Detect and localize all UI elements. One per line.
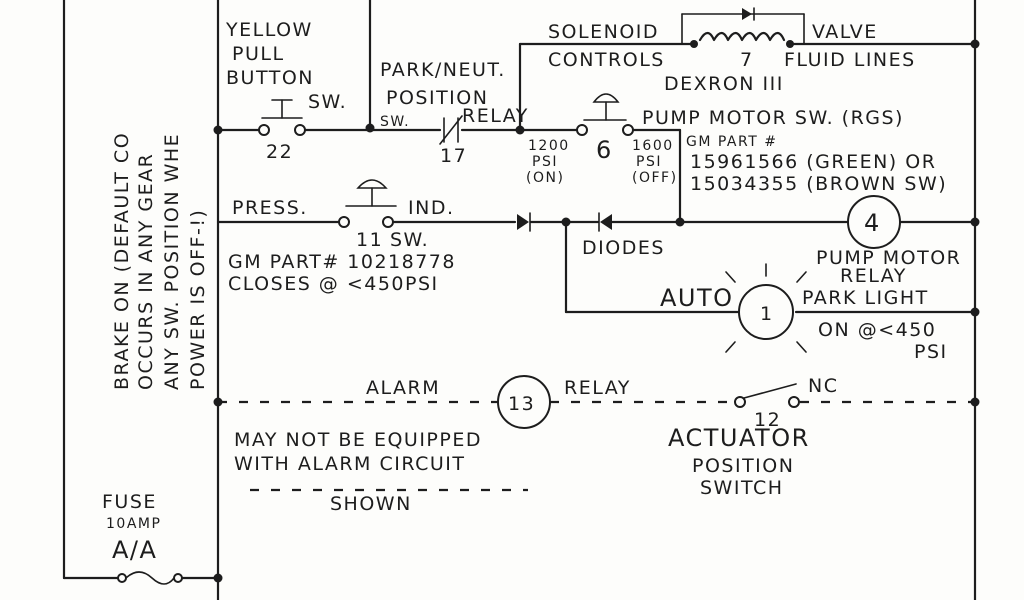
pump-switch-on-psi: 1200 xyxy=(528,138,570,154)
switch22-title2: PULL xyxy=(232,43,285,65)
solenoid-valve: SOLENOID VALVE CONTROLS 7 FLUID LINES DE… xyxy=(548,7,916,95)
actuator-line1: ACTUATOR xyxy=(668,424,810,452)
alarm-relay: 13 ALARM RELAY MAY NOT BE EQUIPPED WITH … xyxy=(234,375,631,515)
fuse-label: FUSE xyxy=(102,491,157,513)
alarm-note1: MAY NOT BE EQUIPPED xyxy=(234,429,482,451)
actuator-position-switch: NC 12 ACTUATOR POSITION SWITCH xyxy=(668,375,838,499)
pump-switch-off-state: (OFF) xyxy=(632,170,678,186)
left-note-line2: OCCURS IN ANY GEAR xyxy=(135,153,157,390)
actuator-nc: NC xyxy=(808,375,838,397)
switch17-number: 17 xyxy=(440,145,467,167)
junction-dots xyxy=(213,39,980,583)
solenoid-valve-label: VALVE xyxy=(812,21,878,43)
alarm-note2: WITH ALARM CIRCUIT xyxy=(234,453,465,475)
pressure-switch-closes: CLOSES @ <450PSI xyxy=(228,273,439,295)
switch17-relay: RELAY xyxy=(462,105,529,127)
left-note: BRAKE ON (DEFAULT CO OCCURS IN ANY GEAR … xyxy=(111,132,209,390)
park-light: AUTO 1 PARK LIGHT ON @<450 PSI xyxy=(660,263,948,363)
left-note-line1: BRAKE ON (DEFAULT CO xyxy=(111,132,133,390)
switch22-number: 22 xyxy=(266,141,293,163)
fuse: FUSE 10AMP A/A xyxy=(102,491,183,585)
pressure-switch-number: 11 xyxy=(356,229,383,251)
park-light-label: PARK LIGHT xyxy=(802,287,929,309)
left-note-line3: ANY SW. POSITION WHE xyxy=(161,133,183,390)
fuse-rating: 10AMP xyxy=(106,516,161,532)
pump-relay-line1: PUMP MOTOR xyxy=(816,247,961,269)
pressure-switch-part: GM PART# 10218778 xyxy=(228,251,456,273)
park-light-number: 1 xyxy=(760,303,774,325)
switch22-title1: YELLOW xyxy=(225,19,313,41)
pump-switch-title: PUMP MOTOR SW. (RGS) xyxy=(642,107,904,129)
park-light-auto: AUTO xyxy=(660,284,734,312)
fuse-type: A/A xyxy=(112,536,157,564)
pump-switch-off-psi: 1600 xyxy=(632,138,674,154)
switch17-title1: PARK/NEUT. xyxy=(380,59,506,81)
switch17-sw: SW. xyxy=(380,114,410,130)
park-neutral-position-switch: PARK/NEUT. POSITION SW. RELAY 17 xyxy=(380,59,529,167)
diodes-label: DIODES xyxy=(582,237,665,259)
pump-switch-on-state: (ON) xyxy=(526,170,564,186)
pump-motor-switch: 6 1200 PSI (ON) 1600 PSI (OFF) PUMP MOTO… xyxy=(526,93,947,195)
alarm-relay-label: RELAY xyxy=(564,377,631,399)
alarm-number: 13 xyxy=(508,393,535,415)
solenoid-number: 7 xyxy=(740,49,754,71)
pump-switch-off-psi-unit: PSI xyxy=(636,154,662,170)
left-note-line4: POWER IS OFF-!) xyxy=(187,209,209,390)
actuator-line3: SWITCH xyxy=(700,477,784,499)
solenoid-fluid: FLUID LINES xyxy=(784,49,916,71)
pump-relay-number: 4 xyxy=(864,209,881,237)
pressure-indicator-switch: PRESS. IND. 11 SW. GM PART# 10218778 CLO… xyxy=(228,179,456,295)
switch17-title2: POSITION xyxy=(386,87,488,109)
pump-switch-part-label: GM PART # xyxy=(686,134,777,150)
wiring-rails xyxy=(62,0,977,600)
pump-switch-on-psi-unit: PSI xyxy=(532,154,558,170)
solenoid-fluid-type: DEXRON III xyxy=(664,73,784,95)
actuator-line2: POSITION xyxy=(692,455,794,477)
actuator-number: 12 xyxy=(754,409,781,431)
yellow-pull-button-switch: YELLOW PULL BUTTON SW. 22 xyxy=(225,19,347,163)
solenoid-label: SOLENOID xyxy=(548,21,659,43)
pressure-switch-sw: SW. xyxy=(390,229,429,251)
switch22-sw: SW. xyxy=(308,91,347,113)
solenoid-controls: CONTROLS xyxy=(548,49,665,71)
alarm-shown: SHOWN xyxy=(330,493,412,515)
switch22-title3: BUTTON xyxy=(226,67,314,89)
park-light-on-note: ON @<450 xyxy=(818,319,936,341)
alarm-label: ALARM xyxy=(366,377,440,399)
pump-switch-part1: 15961566 (GREEN) OR xyxy=(690,151,936,173)
pressure-switch-press: PRESS. xyxy=(232,197,308,219)
pump-relay-line2: RELAY xyxy=(840,265,907,287)
diodes: DIODES xyxy=(517,212,665,259)
pump-switch-number: 6 xyxy=(596,136,613,164)
pump-switch-part2: 15034355 (BROWN SW) xyxy=(690,173,947,195)
pump-motor-relay: 4 PUMP MOTOR RELAY xyxy=(816,195,961,287)
park-light-psi: PSI xyxy=(914,341,948,363)
pressure-switch-ind: IND. xyxy=(408,197,455,219)
